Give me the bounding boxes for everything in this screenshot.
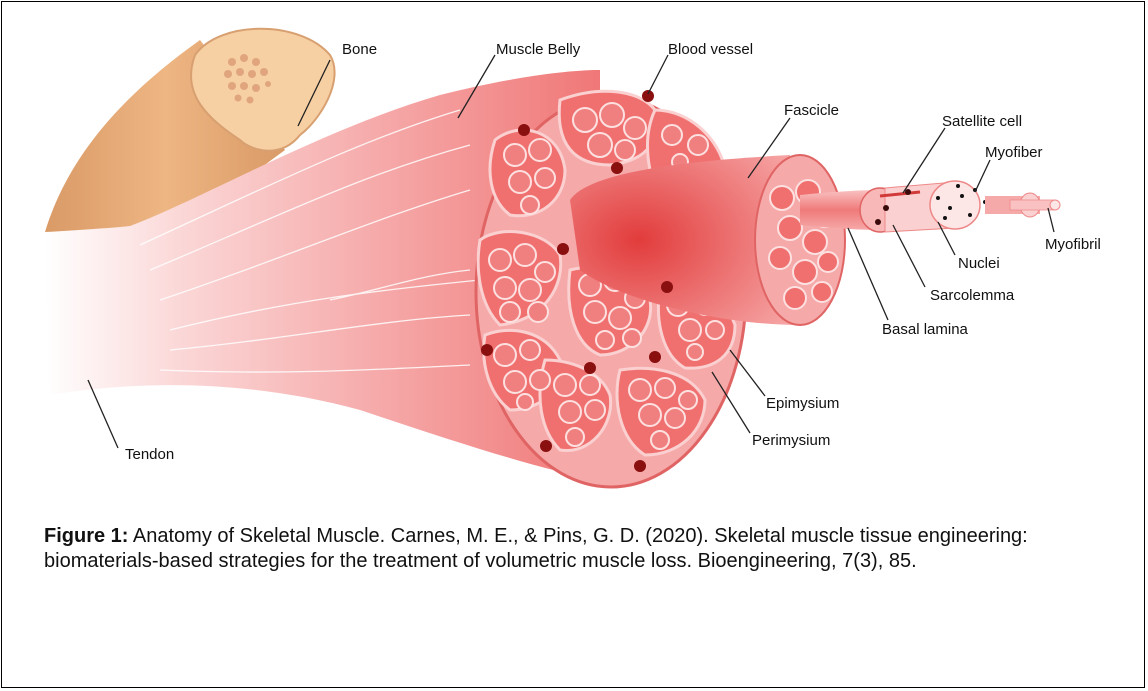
label-basal-lamina: Basal lamina — [882, 321, 969, 338]
myofiber-tube — [800, 181, 1060, 232]
label-myofibril: Myofibril — [1045, 236, 1101, 253]
label-nuclei: Nuclei — [958, 255, 1000, 272]
label-tendon: Tendon — [125, 446, 174, 463]
label-sarcolemma: Sarcolemma — [930, 287, 1015, 304]
label-epimysium: Epimysium — [766, 395, 839, 412]
label-fascicle: Fascicle — [784, 102, 839, 119]
label-bone: Bone — [342, 41, 377, 58]
label-blood-vessel: Blood vessel — [668, 41, 753, 58]
label-muscle-belly: Muscle Belly — [496, 41, 581, 58]
skeletal-muscle-diagram: Bone Muscle Belly Blood vessel Fascicle … — [0, 0, 1148, 520]
caption-label: Figure 1: — [44, 525, 128, 547]
caption-text: Anatomy of Skeletal Muscle. Carnes, M. E… — [44, 525, 1028, 572]
label-perimysium: Perimysium — [752, 432, 830, 449]
figure-caption: Figure 1: Anatomy of Skeletal Muscle. Ca… — [44, 524, 1114, 574]
label-myofiber: Myofiber — [985, 144, 1043, 161]
label-satellite-cell: Satellite cell — [942, 113, 1022, 130]
